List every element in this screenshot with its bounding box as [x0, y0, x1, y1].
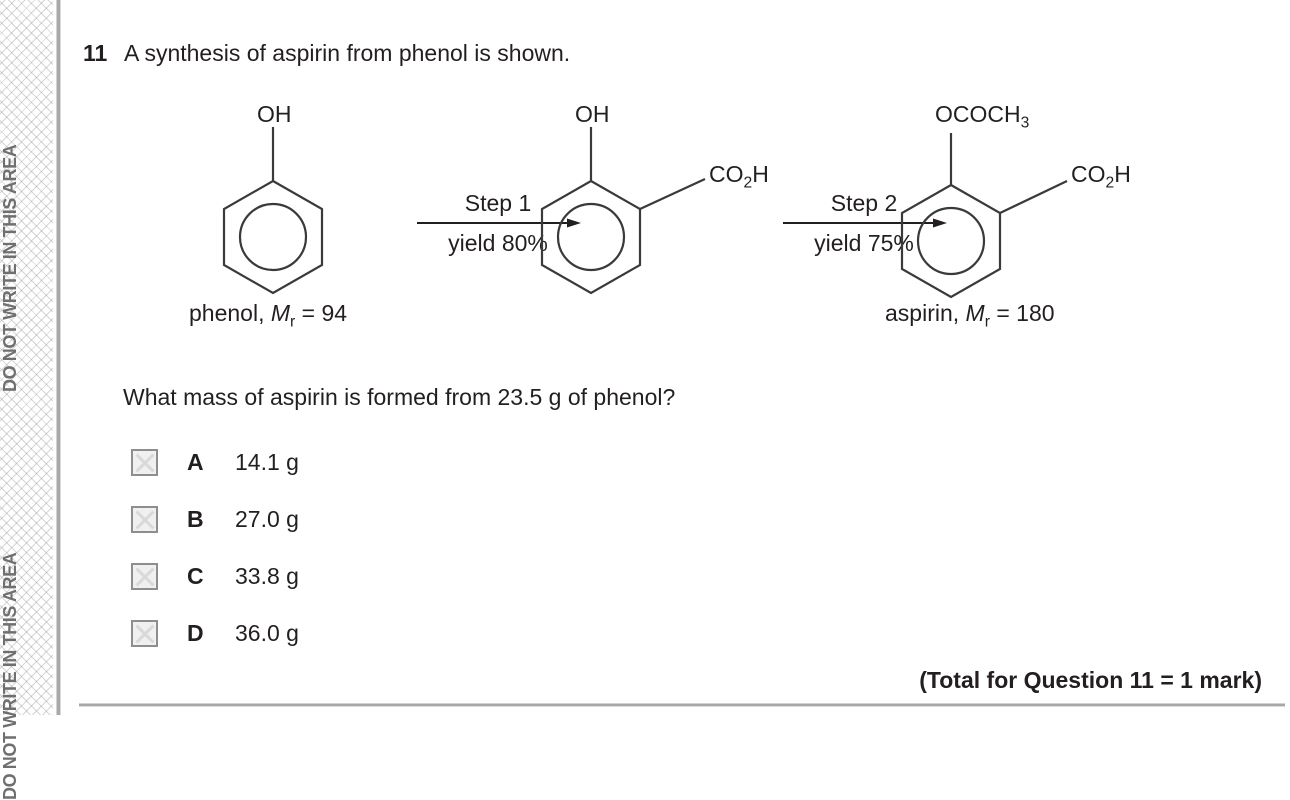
- option-value-a: 14.1 g: [235, 449, 299, 475]
- answer-option-d[interactable]: D 36.0 g: [123, 605, 723, 662]
- answer-option-a[interactable]: A 14.1 g: [123, 434, 723, 491]
- reaction-scheme: OH phenol, Mr = 94 Step 1 yield 80%: [61, 95, 1290, 345]
- option-letter-b: B: [187, 506, 204, 532]
- step-2-label: Step 2: [830, 190, 898, 216]
- total-marks-label: (Total for Question 11 = 1 mark): [919, 667, 1262, 693]
- aspirin-caption-name: aspirin,: [885, 300, 960, 326]
- step-2-arrow: [783, 218, 947, 228]
- footer-divider-rule: [79, 703, 1285, 707]
- question-prompt: What mass of aspirin is formed from 23.5…: [123, 384, 676, 410]
- option-letter-c: C: [187, 563, 204, 589]
- salicylic-acid-side-label: CO2H: [709, 161, 769, 192]
- phenol-caption-mr-value: = 94: [301, 300, 348, 326]
- checkbox-option-c[interactable]: [131, 563, 158, 590]
- margin-divider-rule: [56, 0, 61, 715]
- option-letter-a: A: [187, 449, 204, 475]
- option-value-c: 33.8 g: [235, 563, 299, 589]
- aspirin-side-label: CO2H: [1071, 161, 1131, 192]
- step-1-arrow-group: Step 1 yield 80%: [413, 190, 583, 257]
- do-not-write-margin: DO NOT WRITE IN THIS AREA DO NOT WRITE I…: [0, 0, 53, 800]
- answer-option-c[interactable]: C 33.8 g: [123, 548, 723, 605]
- salicylic-acid-benzene-ring: [540, 127, 706, 295]
- step-1-yield: yield 80%: [448, 230, 548, 257]
- phenol-caption-mr: Mr: [270, 300, 296, 331]
- aspirin-caption-mr: Mr: [965, 300, 990, 331]
- phenol-top-label: OH: [257, 101, 292, 127]
- answer-options-list: A 14.1 g B 27.0 g C 33.8 g D 36.0 g: [123, 434, 723, 662]
- step-1-arrow: [417, 218, 581, 228]
- phenol-caption-name: phenol,: [189, 300, 265, 326]
- do-not-write-notice-partial: DO NOT WRITE IN THIS AREA: [0, 552, 20, 800]
- checkbox-option-a[interactable]: [131, 449, 158, 476]
- answer-option-b[interactable]: B 27.0 g: [123, 491, 723, 548]
- option-value-d: 36.0 g: [235, 620, 299, 646]
- option-value-b: 27.0 g: [235, 506, 299, 532]
- phenol-caption: phenol, Mr = 94: [189, 300, 347, 332]
- option-letter-d: D: [187, 620, 204, 646]
- aspirin-benzene-ring: [900, 133, 1068, 299]
- molecule-aspirin: OCOCH3 CO2H aspirin, Mr = 180: [885, 95, 1209, 345]
- step-1-label: Step 1: [464, 190, 532, 216]
- aspirin-caption: aspirin, Mr = 180: [885, 300, 1055, 332]
- checkbox-option-d[interactable]: [131, 620, 158, 647]
- question-stem: A synthesis of aspirin from phenol is sh…: [124, 40, 571, 66]
- salicylic-acid-top-label: OH: [575, 101, 610, 127]
- checkbox-option-b[interactable]: [131, 506, 158, 533]
- molecule-salicylic-acid: OH CO2H: [529, 95, 829, 345]
- question-number: 11: [83, 40, 108, 66]
- do-not-write-notice: DO NOT WRITE IN THIS AREA: [0, 144, 20, 392]
- question-content: 11 A synthesis of aspirin from phenol is…: [61, 0, 1290, 715]
- step-2-yield: yield 75%: [814, 230, 914, 257]
- molecule-phenol: OH phenol, Mr = 94: [189, 95, 471, 345]
- question-header: 11 A synthesis of aspirin from phenol is…: [83, 40, 570, 67]
- step-2-arrow-group: Step 2 yield 75%: [779, 190, 949, 257]
- aspirin-top-label: OCOCH3: [935, 101, 1030, 132]
- aspirin-caption-mr-value: = 180: [996, 300, 1055, 326]
- phenol-benzene-ring: [222, 127, 324, 295]
